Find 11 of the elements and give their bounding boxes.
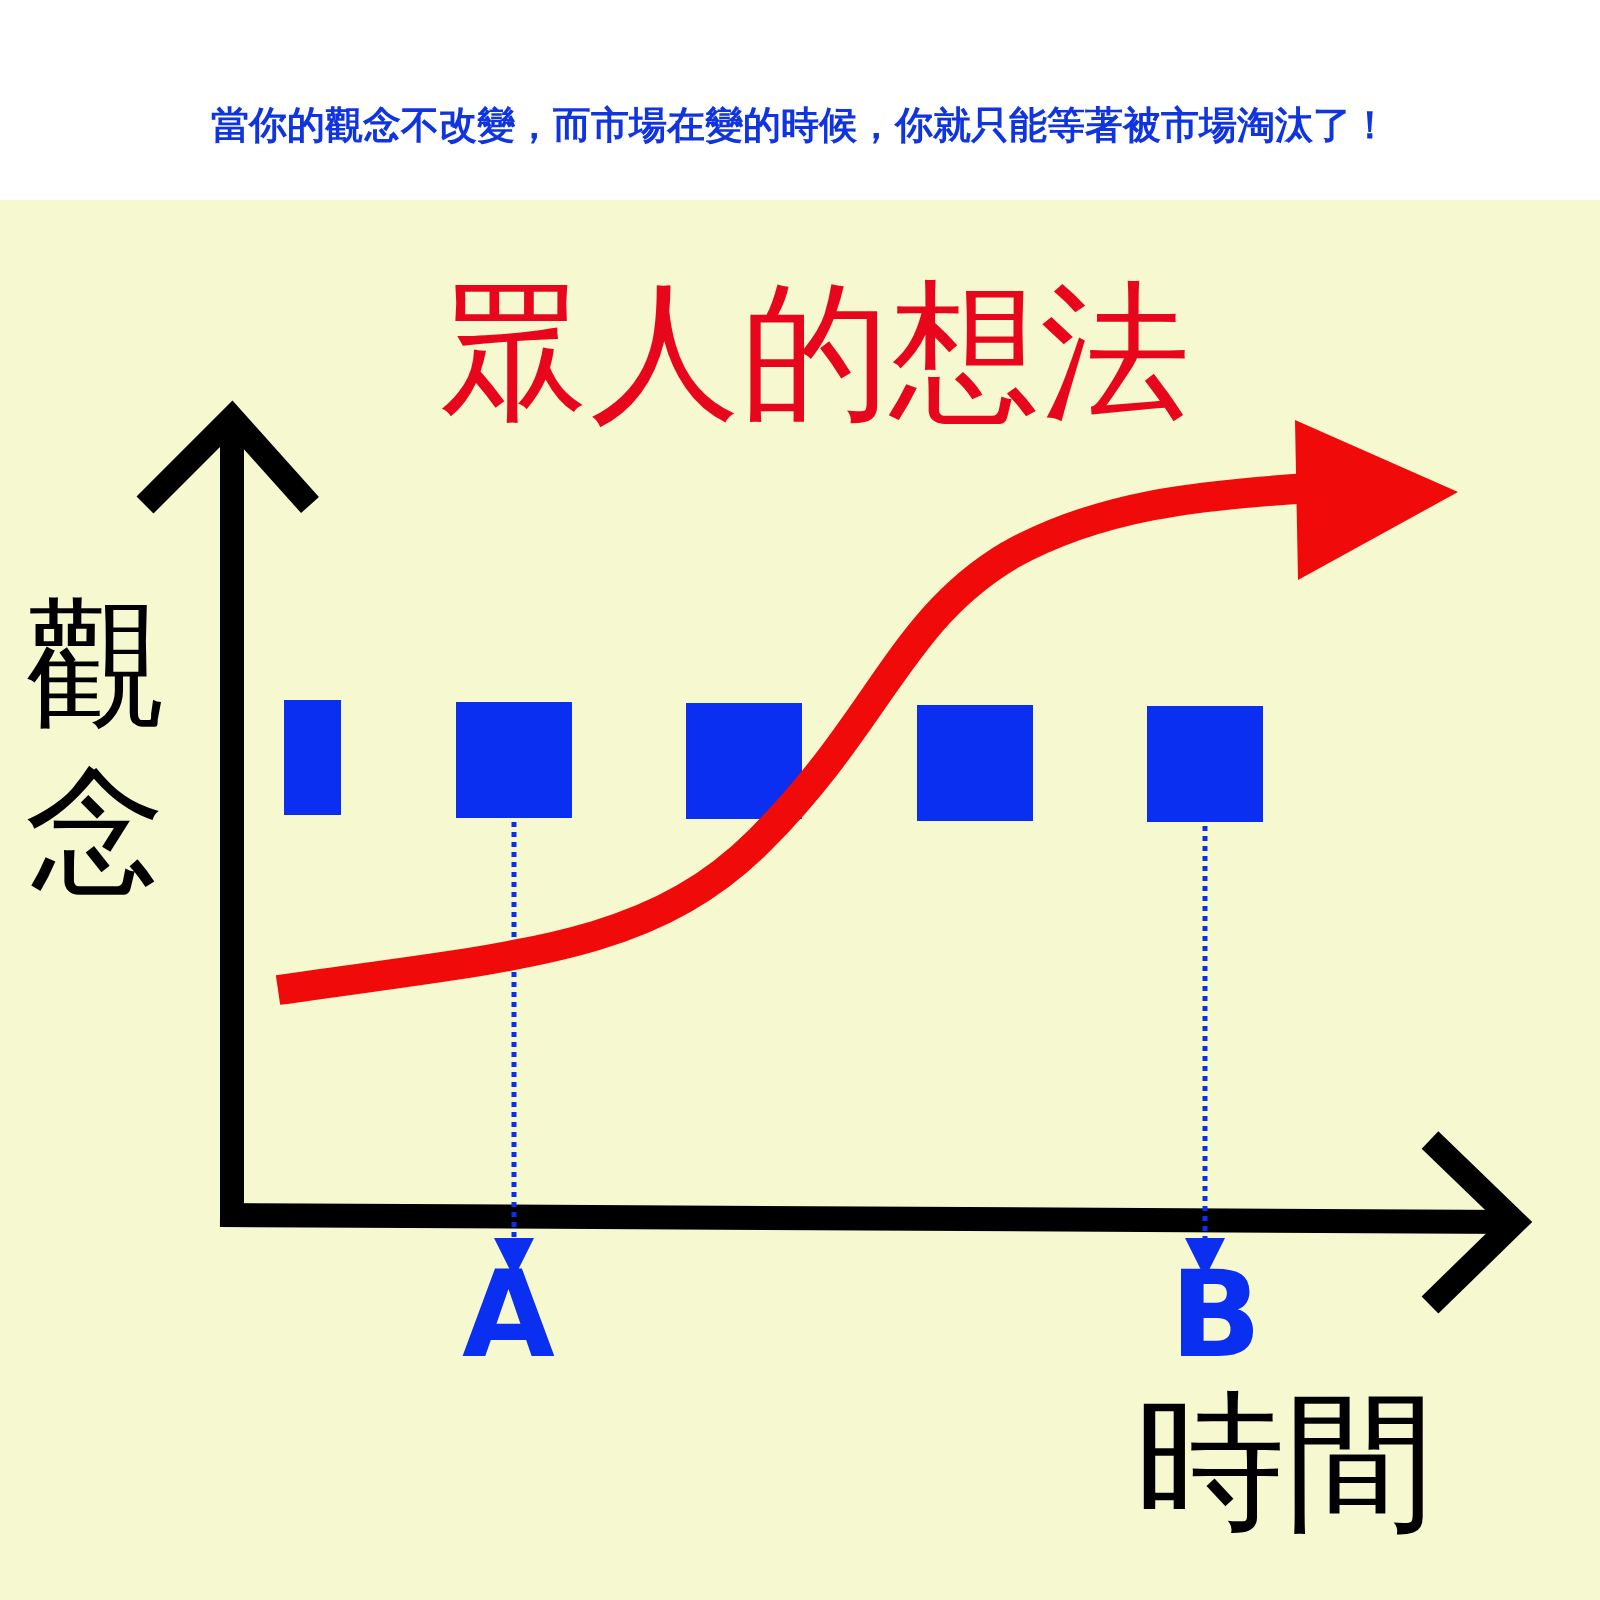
square-block	[686, 703, 802, 819]
curve-label: 眾人的想法	[440, 270, 1190, 435]
point-label: A	[462, 1255, 555, 1375]
point-label: B	[1170, 1255, 1262, 1375]
square-block	[456, 702, 572, 818]
square-block	[917, 705, 1033, 821]
headline: 當你的觀念不改變，而市場在變的時候，你就只能等著被市場淘汰了！	[210, 102, 1390, 149]
square-block	[1147, 706, 1263, 822]
axis-label: 時間	[1135, 1380, 1435, 1545]
axis-label: 觀念	[25, 581, 165, 915]
square-block	[284, 700, 341, 815]
